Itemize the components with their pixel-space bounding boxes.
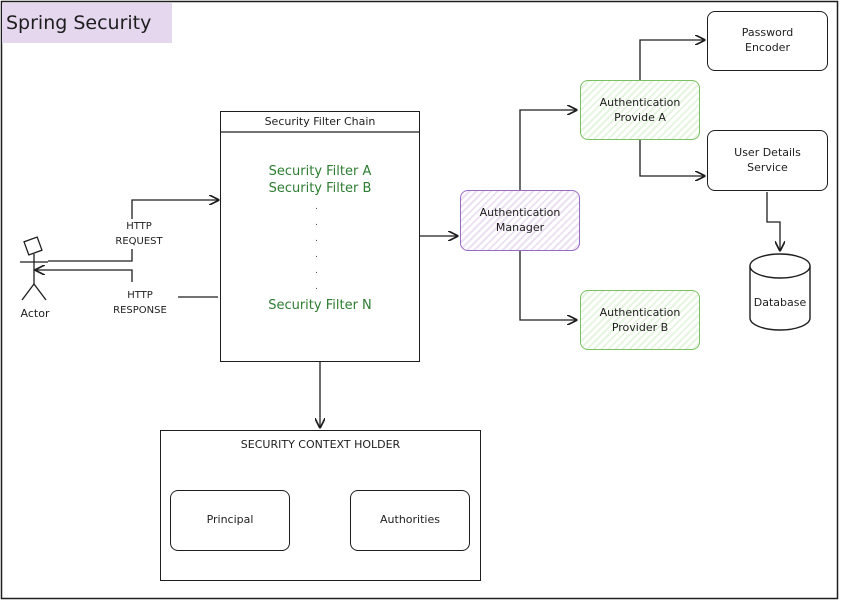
actor-icon (20, 236, 48, 301)
actor-label: Actor (20, 307, 50, 320)
database-label: Database (753, 296, 807, 309)
ellipsis-dot: . (315, 218, 318, 228)
response-arrow (36, 270, 218, 298)
security-filter-n: Security Filter N (268, 298, 372, 313)
provider-to-encoder-arrow (639, 40, 704, 80)
password-encoder-label: Password Encoder (741, 26, 794, 54)
ellipsis-dot: . (315, 250, 318, 260)
provider-to-userdetails-arrow (639, 140, 704, 176)
authentication-manager-box[interactable] (460, 190, 580, 251)
user-details-service-label: User Details Service (734, 146, 801, 174)
security-filter-chain-box[interactable] (220, 111, 420, 362)
authentication-provider-b-label: Authentication Provider B (599, 306, 681, 334)
authentication-provider-a-label: Authentication Provide A (599, 96, 681, 124)
security-context-holder-header: SECURITY CONTEXT HOLDER (240, 438, 401, 451)
ellipsis-dot: . (315, 266, 318, 276)
manager-to-provider-b-arrow (519, 251, 576, 320)
ellipsis-dot: . (315, 282, 318, 292)
authentication-provider-a-box[interactable] (580, 80, 700, 140)
principal-box[interactable] (170, 490, 290, 551)
principal-label: Principal (206, 513, 254, 526)
authorities-box[interactable] (350, 490, 470, 551)
user-details-service-box[interactable] (707, 130, 828, 191)
authentication-manager-label: Authentication Manager (479, 206, 561, 234)
ellipsis-dot: . (315, 234, 318, 244)
manager-to-provider-a-arrow (519, 110, 576, 190)
security-filter-a: Security Filter A (268, 164, 372, 179)
userdetails-to-db-arrow (766, 192, 780, 250)
security-filter-b: Security Filter B (268, 181, 372, 196)
http-request-label: HTTP REQUEST (104, 219, 174, 249)
ellipsis-dot: . (315, 202, 318, 212)
database-icon (749, 253, 811, 331)
filter-chain-header: Security Filter Chain (264, 115, 376, 128)
page-title: Spring Security (2, 3, 172, 43)
password-encoder-box[interactable] (707, 11, 828, 71)
authorities-label: Authorities (380, 513, 440, 526)
http-response-label: HTTP RESPONSE (102, 288, 178, 318)
authentication-provider-b-box[interactable] (580, 290, 700, 350)
